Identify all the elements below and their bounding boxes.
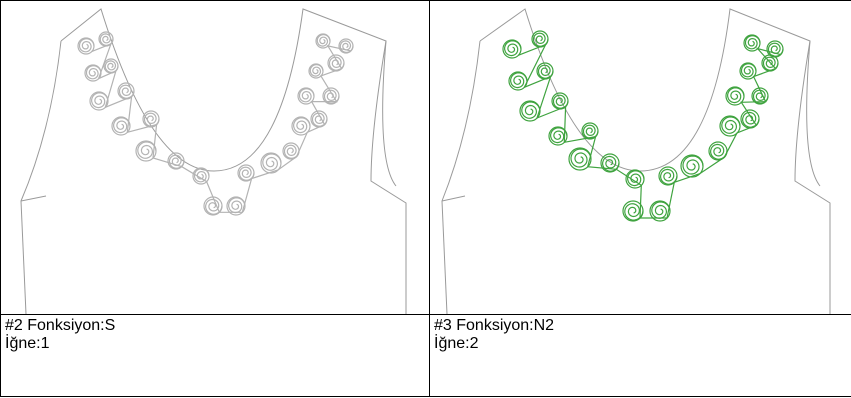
spiral-motif [238, 166, 255, 181]
spiral-ring [167, 152, 185, 170]
spiral-motif [298, 88, 315, 103]
spiral-ring [725, 86, 745, 106]
spiral-motif [682, 155, 704, 175]
spiral-motif [316, 34, 331, 47]
spiral-motif [78, 38, 95, 53]
spiral-motif [85, 65, 102, 80]
spiral-ring [260, 152, 282, 174]
needle-label: İğne:1 [5, 335, 50, 352]
function-panel-s[interactable]: #2 Fonksiyon:S İğne:1 [0, 0, 430, 397]
spiral-motif [309, 64, 324, 77]
spiral-ring [649, 200, 671, 222]
spiral-ring [502, 39, 522, 59]
spiral-motif [104, 60, 119, 73]
spiral-motif [726, 87, 745, 104]
design-preview [430, 1, 851, 315]
spiral-motif [740, 63, 757, 78]
spiral-motif [168, 154, 185, 169]
spiral-ring [625, 169, 645, 189]
spiral-ring [142, 110, 160, 128]
spiral-motif [112, 117, 131, 134]
spiral-motif [549, 127, 568, 144]
function-info: #3 Fonksiyon:N2 İğne:2 [434, 317, 554, 353]
spiral-motif [651, 201, 671, 219]
spiral-ring [322, 87, 340, 105]
spiral-ring [600, 153, 620, 173]
connecting-stitch [518, 43, 781, 219]
spiral-motif [521, 101, 541, 119]
neckline-embroidery-preview [441, 8, 831, 314]
spiral-motif [90, 92, 109, 109]
spiral-ring [297, 87, 315, 105]
spiral-motif [582, 124, 599, 139]
spiral-motif [292, 117, 311, 134]
function-title: #3 Fonksiyon:N2 [434, 317, 555, 334]
spiral-ring [548, 126, 568, 146]
spiral-motif [537, 64, 554, 79]
spiral-ring [743, 34, 761, 52]
spiral-ring [291, 116, 311, 136]
spiral-motif [744, 35, 761, 50]
spiral-ring [308, 63, 324, 79]
spiral-motif [118, 84, 135, 99]
spiral-ring [568, 147, 592, 171]
spiral-motif [193, 168, 210, 183]
spiral-motif [283, 144, 300, 159]
spiral-motif [503, 40, 522, 57]
spiral-ring [519, 100, 541, 122]
spiral-motif [262, 153, 282, 171]
connecting-stitch [91, 42, 352, 213]
spiral-motif [624, 203, 644, 221]
spiral-motif [227, 197, 246, 214]
spiral-ring [680, 154, 704, 178]
spiral-ring [739, 62, 757, 80]
spiral-motif [143, 112, 160, 127]
spiral-ring [315, 33, 331, 49]
spiral-motif [552, 94, 569, 109]
spiral-ring [226, 196, 246, 216]
spiral-ring [192, 167, 210, 185]
spiral-motif [137, 141, 157, 159]
neckline-embroidery-preview [20, 8, 407, 314]
spiral-ring [111, 116, 131, 136]
spiral-motif [339, 40, 354, 53]
spiral-ring [751, 87, 769, 105]
spiral-ring [237, 164, 255, 182]
spiral-motif [762, 56, 779, 71]
function-info: #2 Fonksiyon:S İğne:1 [5, 317, 115, 353]
spiral-motif [99, 33, 114, 46]
spiral-motif [767, 42, 784, 57]
function-title: #2 Fonksiyon:S [5, 317, 116, 334]
spiral-ring [77, 37, 95, 55]
spiral-ring [338, 38, 354, 54]
function-panel-n2[interactable]: #3 Fonksiyon:N2 İğne:2 [429, 0, 851, 397]
spiral-motif [570, 148, 592, 168]
spiral-ring [719, 115, 741, 137]
spiral-motif [532, 32, 549, 47]
spiral-ring [581, 122, 599, 140]
spiral-motif [721, 116, 741, 134]
spiral-ring [89, 91, 109, 111]
spiral-ring [766, 40, 784, 58]
spiral-ring [658, 166, 678, 186]
spiral-motif [709, 143, 728, 160]
design-preview [1, 1, 429, 315]
spiral-ring [622, 200, 644, 222]
spiral-motif [659, 168, 678, 185]
needle-label: İğne:2 [434, 335, 479, 352]
spiral-motif [509, 72, 528, 89]
spiral-ring [135, 140, 157, 162]
